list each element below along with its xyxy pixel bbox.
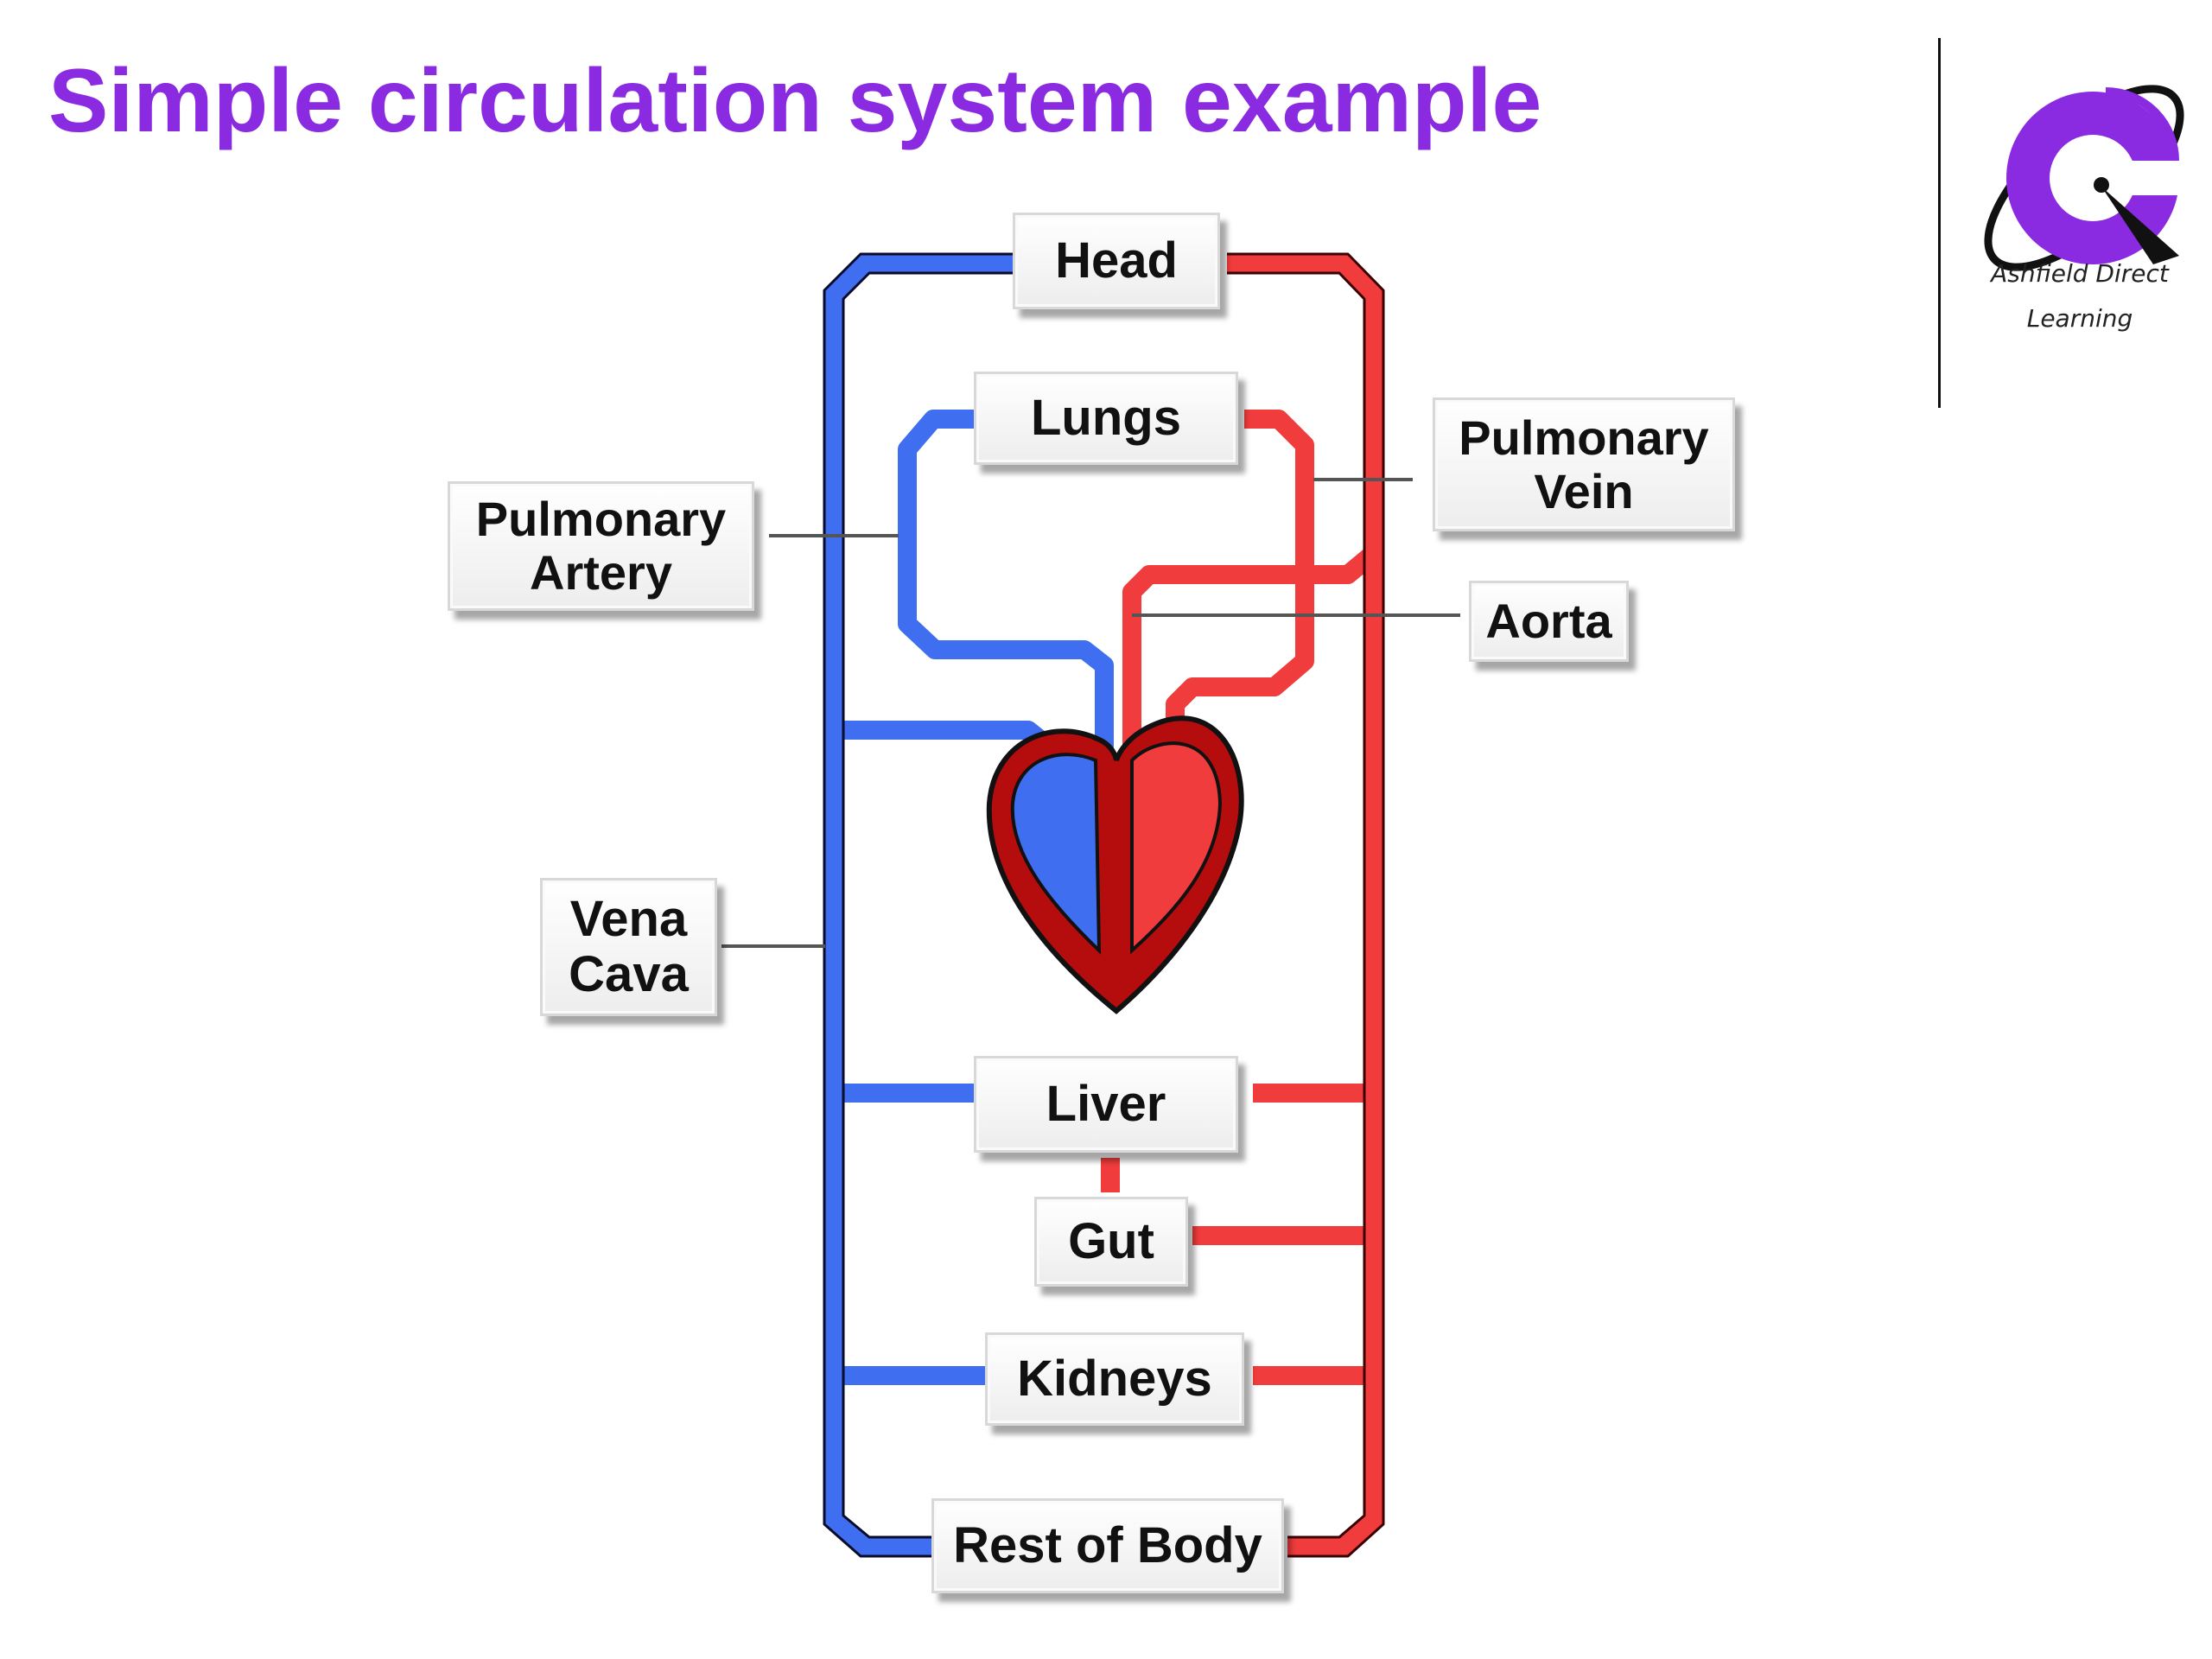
slide-title: Simple circulation system example xyxy=(48,51,1542,151)
aorta-label: Aorta xyxy=(1469,581,1629,662)
pulmonary-artery-vessel xyxy=(898,410,1114,752)
lungs-label: Lungs xyxy=(974,372,1238,465)
rest-of-body-label: Rest of Body xyxy=(931,1498,1284,1593)
vena-cava-vessel xyxy=(824,254,1020,1556)
kidneys-label: Kidneys xyxy=(985,1332,1244,1426)
ashfield-logo xyxy=(1984,85,2188,271)
aorta-vessel xyxy=(1227,254,1383,1556)
gut-label: Gut xyxy=(1034,1197,1188,1287)
logo-text-line2: Learning xyxy=(2026,304,2133,333)
head-label: Head xyxy=(1013,213,1220,309)
logo-text-line1: Ashfield Direct xyxy=(1991,259,2169,288)
pulmonary-vein-label: Pulmonary Vein xyxy=(1433,397,1735,531)
vena-cava-label: Vena Cava xyxy=(540,878,717,1016)
heart-icon xyxy=(986,715,1244,1014)
liver-label: Liver xyxy=(974,1056,1238,1153)
pulmonary-artery-label: Pulmonary Artery xyxy=(448,481,754,611)
oxygenated-vessels xyxy=(1101,254,1383,1556)
logo-divider xyxy=(1938,38,1941,408)
pulmonary-vein-vessel xyxy=(1166,410,1314,778)
